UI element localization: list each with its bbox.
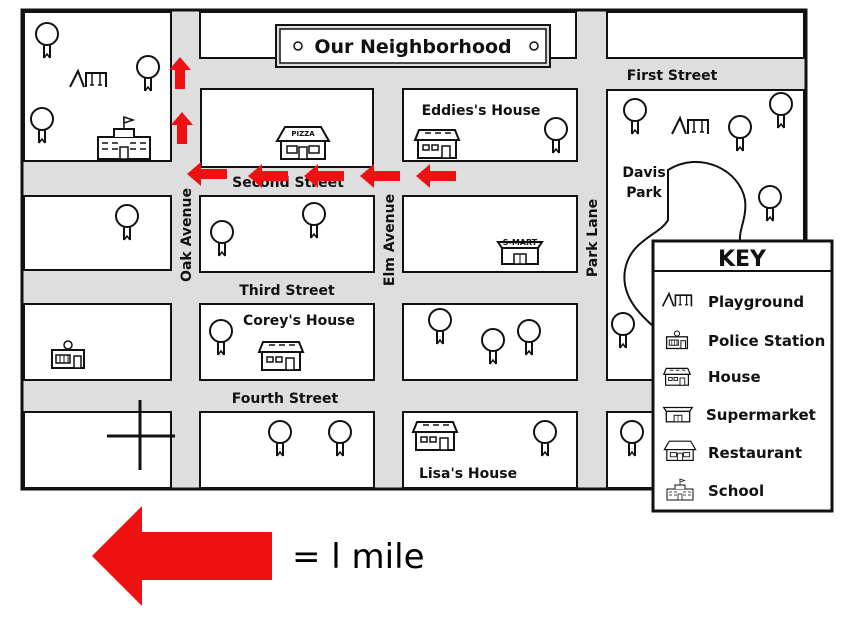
smart-sign: S-MART (503, 238, 538, 247)
fourth-street-label: Fourth Street (232, 391, 339, 407)
restaurant-icon: PIZZA (276, 126, 330, 160)
key-label-school: School (708, 482, 764, 500)
supermarket-icon (663, 406, 693, 423)
eddies-house-label: Eddies's House (422, 103, 541, 119)
compass-icon (107, 400, 175, 470)
house-icon (258, 341, 304, 371)
first-street-label: First Street (627, 68, 718, 84)
scale-label: = l mile (292, 537, 424, 577)
davis-park-label-line1: Davis (622, 165, 665, 181)
lisas-house-label: Lisa's House (419, 466, 517, 482)
key-label-house: House (708, 368, 761, 386)
key-label-supermarket: Supermarket (706, 406, 816, 424)
map-key: KEY Playground Police Station House Supe… (651, 239, 834, 513)
davis-park-label-line2: Park (626, 185, 662, 201)
park-lane-label: Park Lane (585, 199, 601, 277)
key-label-playground: Playground (708, 293, 804, 311)
key-title: KEY (718, 247, 767, 272)
key-label-restaurant: Restaurant (708, 444, 802, 462)
key-label-police-station: Police Station (708, 332, 825, 350)
pizza-sign: PIZZA (291, 130, 315, 138)
oak-avenue-label: Oak Avenue (179, 188, 195, 282)
house-icon (412, 421, 458, 451)
scale-arrow (92, 506, 272, 606)
house-icon (414, 129, 460, 159)
supermarket-icon: S-MART (497, 238, 543, 265)
restaurant-icon (663, 440, 697, 461)
map-title: Our Neighborhood (314, 36, 511, 58)
title-sign: Our Neighborhood (275, 24, 551, 68)
elm-avenue-label: Elm Avenue (382, 194, 398, 286)
house-icon (663, 367, 691, 386)
coreys-house-label: Corey's House (243, 313, 355, 329)
scale-legend: = l mile (92, 506, 424, 606)
third-street-label: Third Street (239, 283, 335, 299)
